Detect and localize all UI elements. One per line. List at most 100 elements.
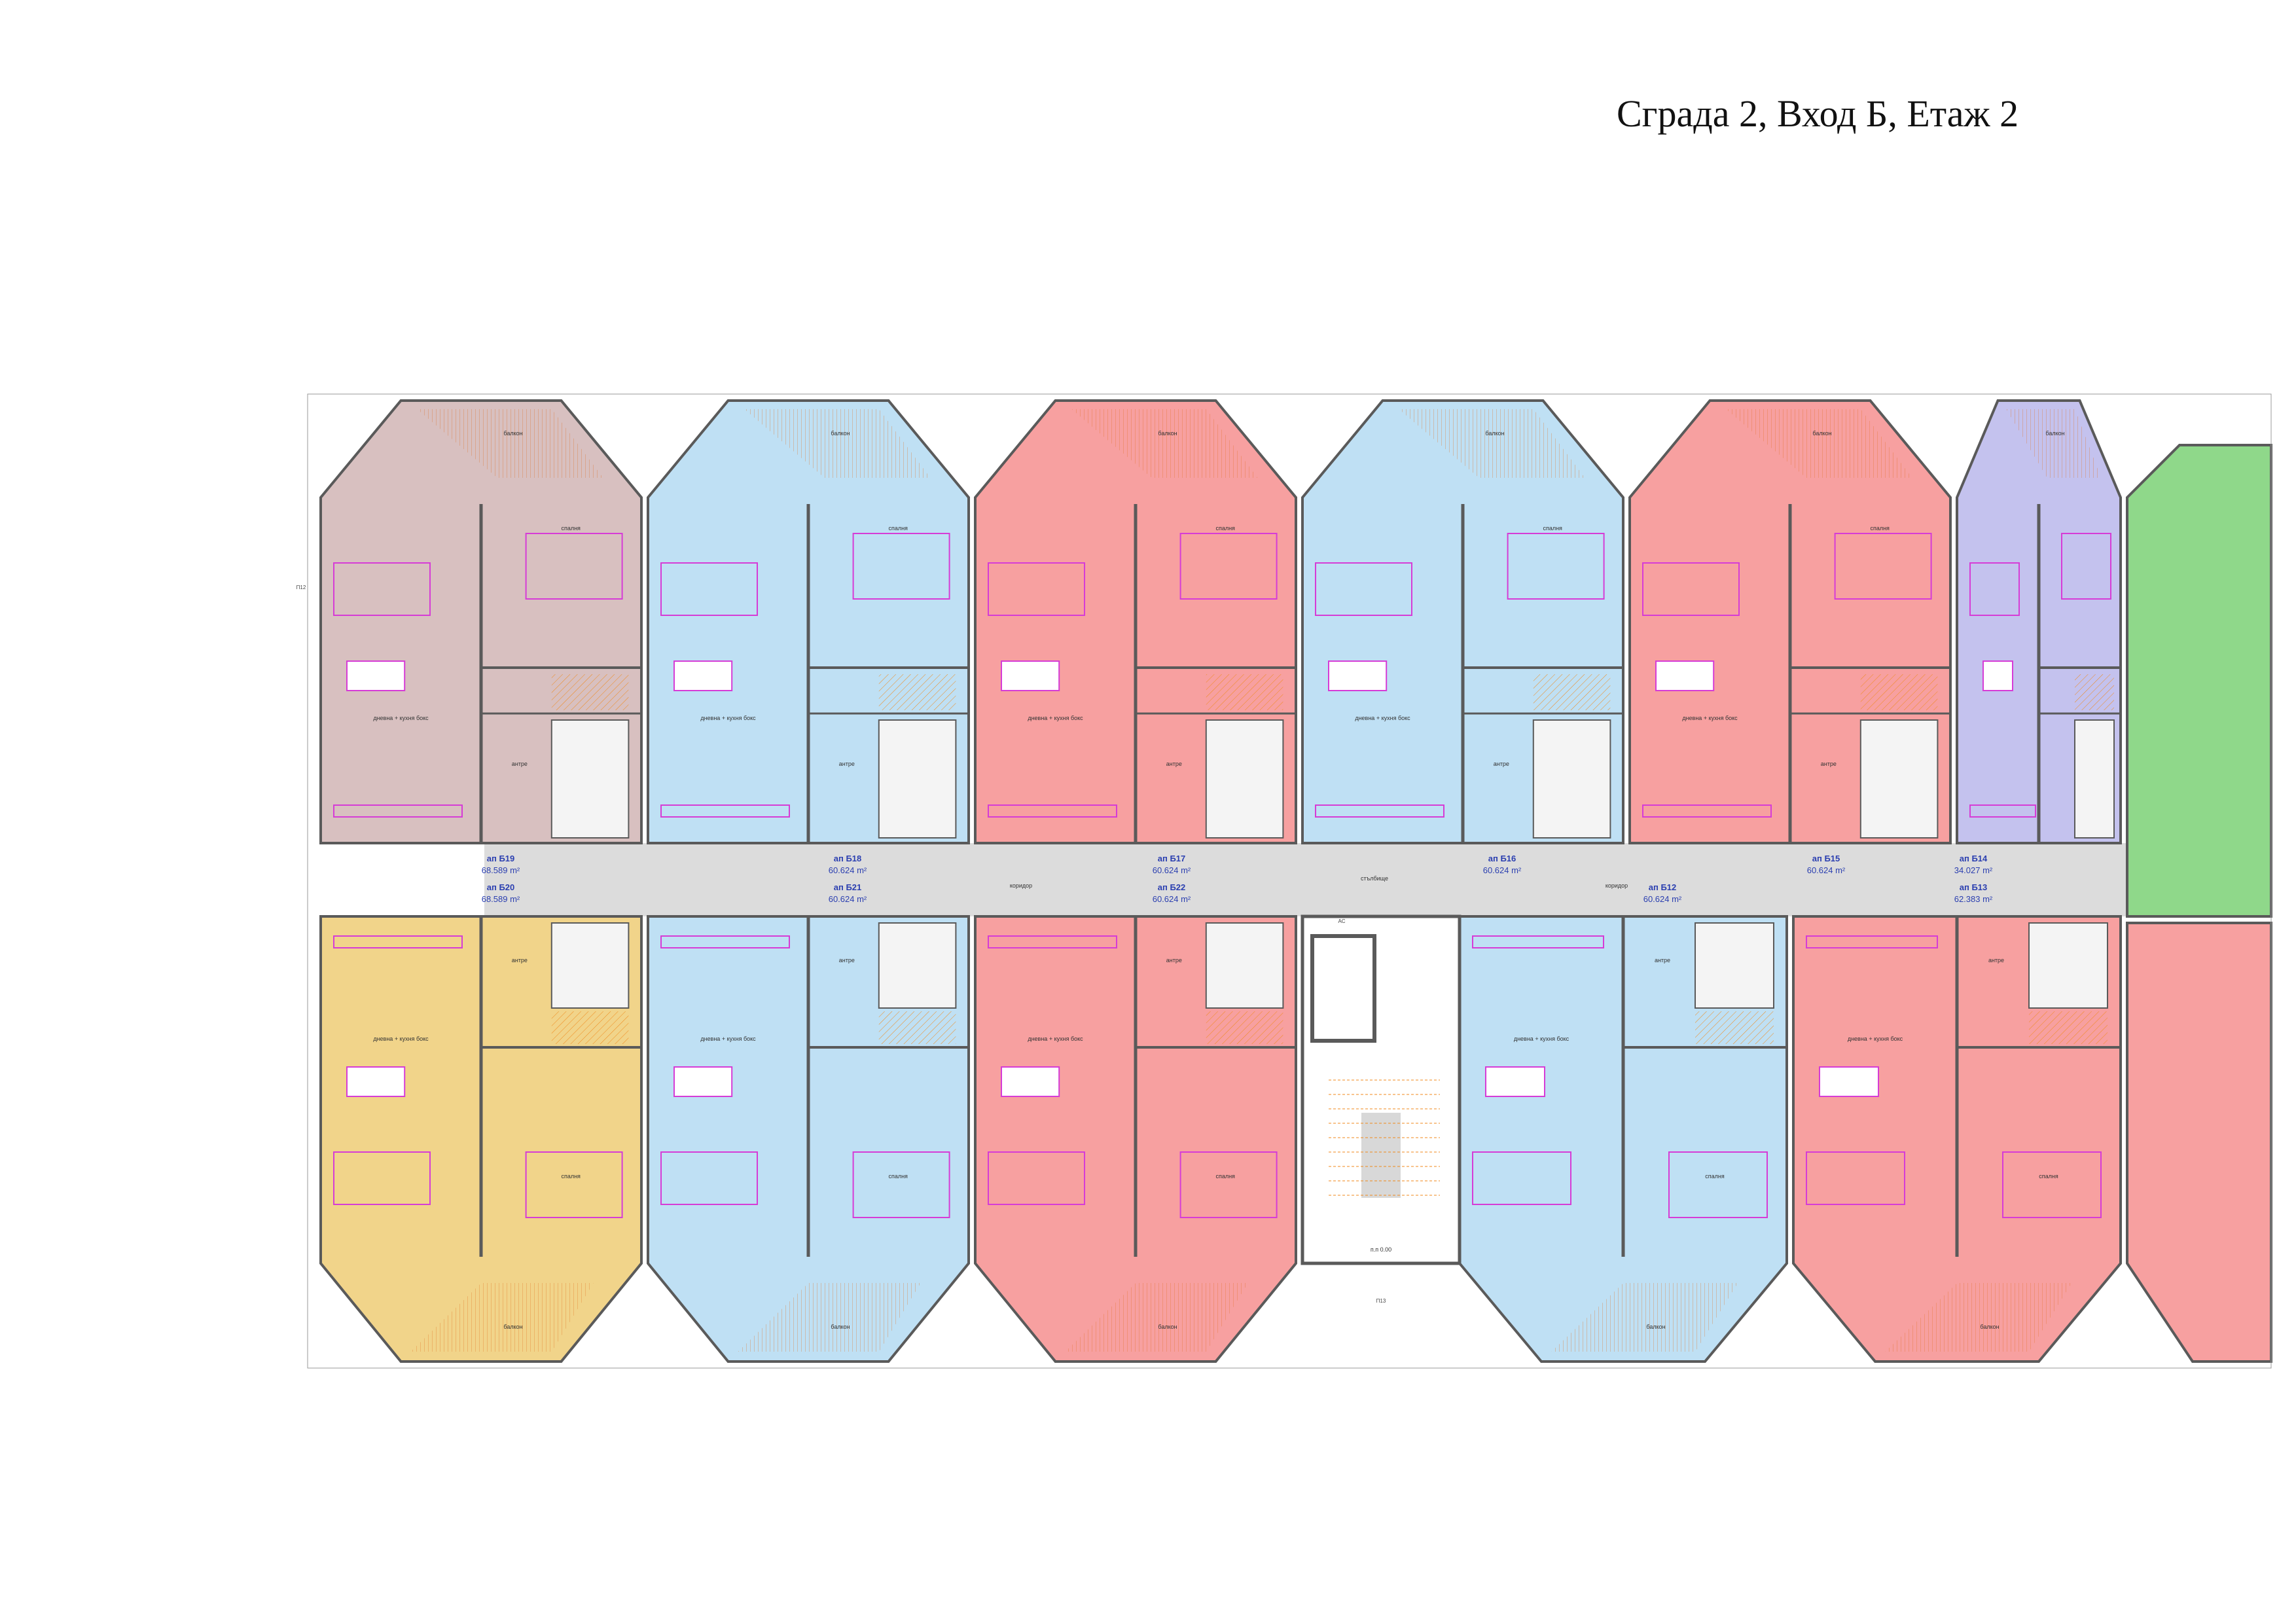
apartment-top-2-bathroom	[1205, 719, 1284, 839]
apartment-green-floor	[2126, 444, 2272, 918]
apartment-top-3-balcony	[1399, 409, 1585, 478]
apartment-bottom-0-sofa	[333, 1151, 431, 1205]
apartment-top-5-balcony	[2006, 409, 2101, 478]
apartment-bottom-3-bed	[1668, 1151, 1768, 1218]
apartment-bottom-area: 62.383 m²	[1954, 894, 1993, 904]
apartment-bottom-4-balcony	[1885, 1283, 2072, 1352]
apartment-red-partial-floor	[2126, 922, 2272, 1363]
hall-label: антре	[1494, 761, 1509, 767]
living-label: дневна + кухня бокс	[700, 1036, 756, 1042]
bedroom-label: спалня	[561, 525, 581, 532]
apartment-bottom-4-table	[1819, 1066, 1879, 1097]
door-code-label: П13	[1376, 1298, 1386, 1304]
bedroom-label: спалня	[888, 1173, 908, 1180]
balcony-label: балкон	[503, 1324, 522, 1330]
apartment-top-2-balcony	[1071, 409, 1258, 478]
bedroom-label: спалня	[1215, 525, 1235, 532]
apartment-top-area: 34.027 m²	[1954, 865, 1993, 875]
apartment-top-4-kitchen	[1642, 804, 1772, 818]
apartment-bottom-2-bed	[1179, 1151, 1278, 1218]
building-outline	[307, 393, 2272, 1369]
apartment-bottom-1-table	[673, 1066, 733, 1097]
living-label: дневна + кухня бокс	[700, 715, 756, 721]
bedroom-label: спалня	[1215, 1173, 1235, 1180]
apartment-bottom-area: 60.624 m²	[829, 894, 867, 904]
hall-label: антре	[1988, 957, 2004, 964]
apartment-bottom-label: ап Б13	[1960, 882, 1988, 892]
apartment-top-4-closet	[1860, 674, 1938, 710]
apartment-top-5-bed	[2061, 533, 2111, 600]
hall-label: антре	[1821, 761, 1837, 767]
apartment-top-2-sofa	[988, 562, 1085, 616]
apartment-top-5-sofa	[1969, 562, 2020, 616]
hall-label: антре	[1655, 957, 1670, 964]
apartment-bottom-label: ап Б22	[1158, 882, 1186, 892]
apartment-top-label: ап Б17	[1158, 854, 1186, 863]
apartment-top-0-bed	[525, 533, 623, 600]
apartment-top-3-bathroom	[1532, 719, 1611, 839]
apartment-top-label: ап Б19	[487, 854, 515, 863]
apartment-top-1-sofa	[660, 562, 758, 616]
elevator-shaft	[1310, 934, 1376, 1043]
apartment-bottom-4-sofa	[1806, 1151, 1905, 1205]
apartment-bottom-3-balcony	[1551, 1283, 1738, 1352]
apartment-bottom-3-bathroom	[1695, 922, 1774, 1009]
stair-landing	[1361, 1113, 1401, 1198]
apartment-top-1-closet	[878, 674, 956, 710]
living-label: дневна + кухня бокс	[1682, 715, 1738, 721]
apartment-top-1-bed	[852, 533, 950, 600]
apartment-top-0-closet	[551, 674, 629, 710]
balcony-label: балкон	[503, 430, 522, 437]
apartment-bottom-0-closet	[551, 1011, 629, 1044]
balcony-label: балкон	[1485, 430, 1504, 437]
apartment-top-label: ап Б14	[1960, 854, 1988, 863]
stairs-label: стълбище	[1361, 875, 1388, 882]
apartment-top-5-table	[1982, 660, 2013, 691]
apartment-top-2-kitchen	[988, 804, 1117, 818]
apartment-bottom-4-bed	[2002, 1151, 2102, 1218]
apartment-bottom-1-kitchen	[660, 935, 790, 948]
apartment-top-0-balcony	[417, 409, 603, 478]
apartment-bottom-0-bed	[525, 1151, 623, 1218]
apartment-top-3-table	[1328, 660, 1388, 691]
apartment-top-0-table	[346, 660, 406, 691]
living-label: дневна + кухня бокс	[1028, 715, 1083, 721]
hall-label: антре	[512, 761, 528, 767]
apartment-top-2-closet	[1206, 674, 1283, 710]
bedroom-label: спалня	[1543, 525, 1562, 532]
balcony-label: балкон	[1812, 430, 1831, 437]
apartment-bottom-area: 60.624 m²	[1153, 894, 1191, 904]
floor-level-label: п.п 0.00	[1371, 1246, 1391, 1253]
apartment-bottom-4-bathroom	[2028, 922, 2108, 1009]
hall-label: антре	[1166, 761, 1182, 767]
living-label: дневна + кухня бокс	[373, 715, 429, 721]
apartment-top-2-bed	[1179, 533, 1278, 600]
hall-label: антре	[1166, 957, 1182, 964]
balcony-label: балкон	[1980, 1324, 1999, 1330]
apartment-top-3-closet	[1533, 674, 1611, 710]
balcony-label: балкон	[2045, 430, 2064, 437]
corridor-label-2: коридор	[1605, 882, 1628, 889]
bedroom-label: спалня	[561, 1173, 581, 1180]
apartment-top-5-closet	[2075, 674, 2114, 710]
apartment-top-3-bed	[1507, 533, 1605, 600]
apartment-top-5-bathroom	[2074, 719, 2115, 839]
apartment-bottom-2-sofa	[988, 1151, 1085, 1205]
apartment-bottom-label: ап Б20	[487, 882, 515, 892]
apartment-top-label: ап Б18	[834, 854, 862, 863]
apartment-bottom-0-table	[346, 1066, 406, 1097]
apartment-top-4-bed	[1834, 533, 1932, 600]
apartment-bottom-0-balcony	[410, 1283, 594, 1352]
apartment-top-0-kitchen	[333, 804, 463, 818]
apartment-top-4-bathroom	[1859, 719, 1939, 839]
apartment-bottom-area: 68.589 m²	[482, 894, 520, 904]
apartment-bottom-2-bathroom	[1205, 922, 1284, 1009]
apartment-top-0-bathroom	[550, 719, 630, 839]
apartment-top-5-kitchen	[1969, 804, 2036, 818]
apartment-bottom-label: ап Б12	[1649, 882, 1677, 892]
apartment-bottom-0-kitchen	[333, 935, 463, 948]
living-label: дневна + кухня бокс	[1848, 1036, 1903, 1042]
hall-label: антре	[512, 957, 528, 964]
apartment-top-4-sofa	[1642, 562, 1740, 616]
